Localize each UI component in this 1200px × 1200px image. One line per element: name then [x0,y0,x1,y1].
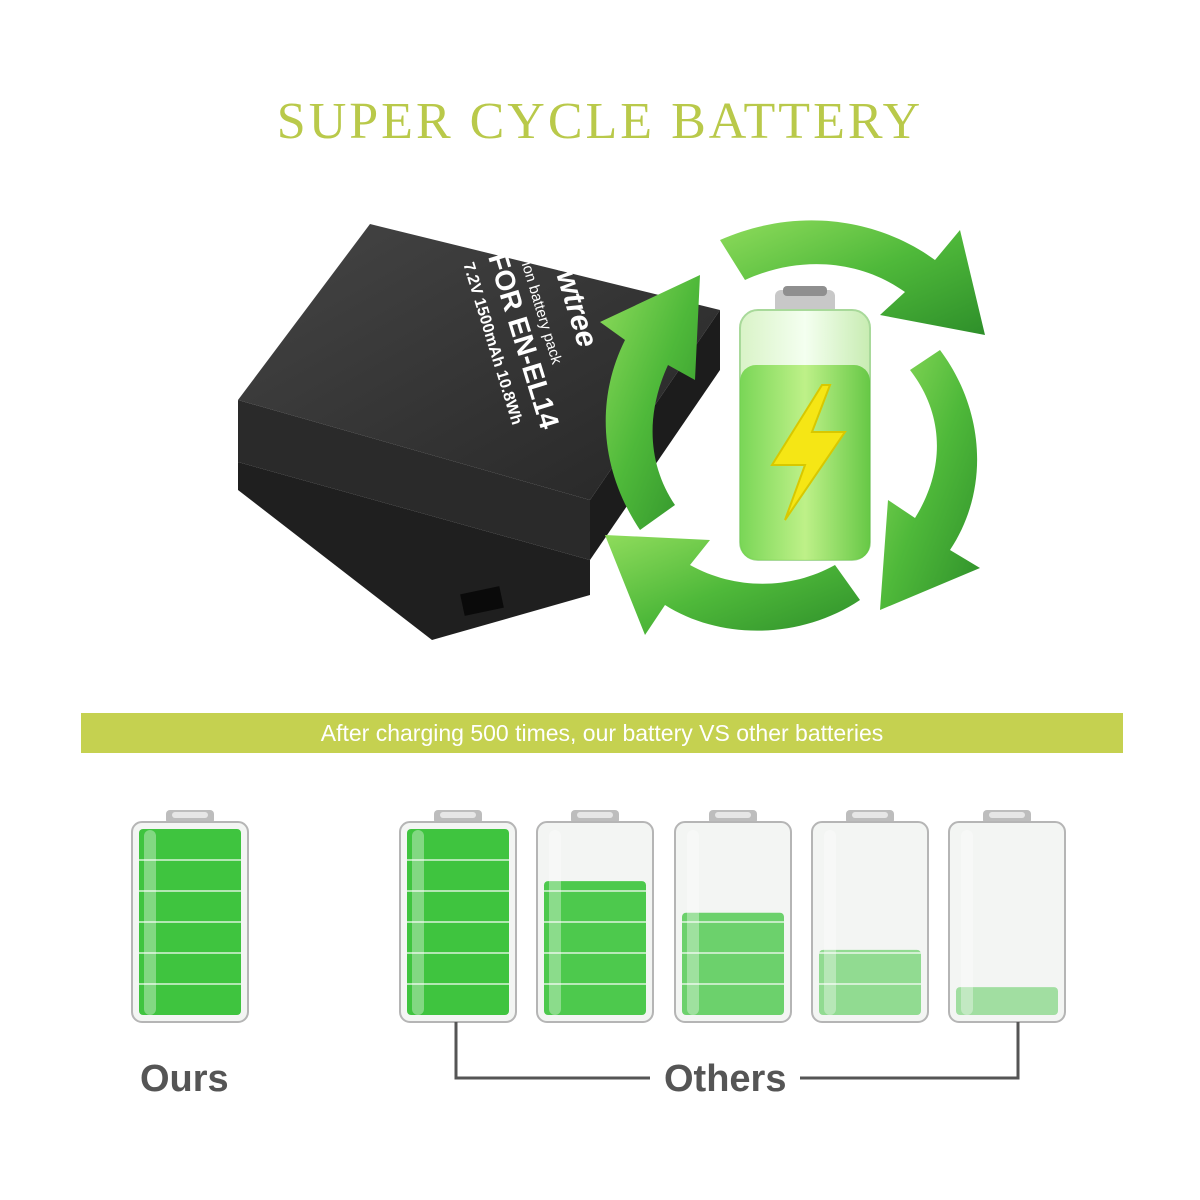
charging-battery-icon [739,286,871,561]
battery-highlight [549,830,561,1015]
battery-cap-shine [715,812,751,818]
page-title: SUPER CYCLE BATTERY [276,93,924,150]
battery-highlight [824,830,836,1015]
battery-fill [956,987,1058,1015]
battery-cap-shine [989,812,1025,818]
battery-others-2 [536,810,654,1023]
battery-highlight [687,830,699,1015]
battery-fill [682,912,784,1015]
battery-others-4 [811,810,929,1023]
battery-pack: powtree Li-ion battery pack FOR EN-EL14 … [238,224,720,640]
battery-others-1 [399,810,517,1023]
battery-cap-shine [172,812,208,818]
comparison-banner: After charging 500 times, our battery VS… [81,713,1123,753]
ours-label: Ours [140,1058,229,1101]
hero-illustration: powtree Li-ion battery pack FOR EN-EL14 … [238,220,985,640]
battery-fill [544,881,646,1015]
battery-highlight [144,830,156,1015]
battery-cap-shine [577,812,613,818]
battery-cap-shine [852,812,888,818]
battery-others-5 [948,810,1066,1023]
battery-highlight [961,830,973,1015]
battery-ours [131,810,249,1023]
battery-fill [819,949,921,1015]
battery-others-3 [674,810,792,1023]
others-label: Others [650,1058,801,1101]
battery-cap-shine [440,812,476,818]
battery-highlight [412,830,424,1015]
recycle-arrows-icon [600,220,985,635]
lightning-bolt-icon [770,384,847,521]
